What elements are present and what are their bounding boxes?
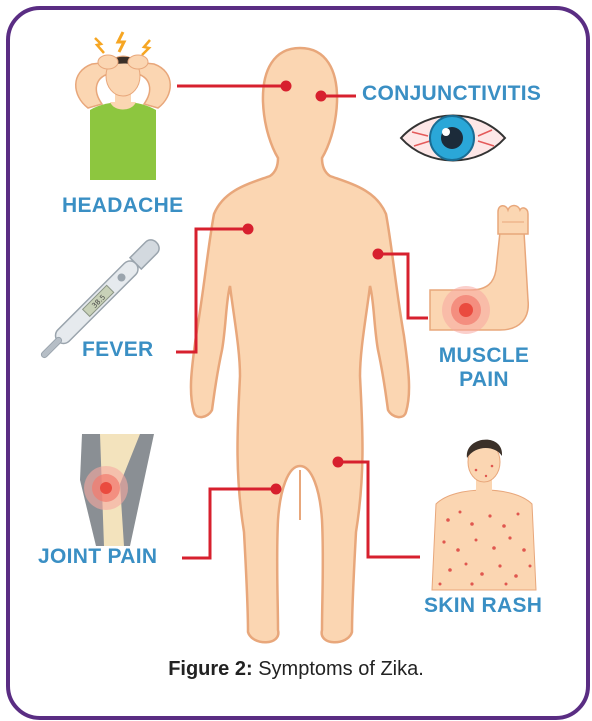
muscle-pain-dot xyxy=(373,249,384,260)
caption-bold: Figure 2: xyxy=(168,658,252,680)
flexed-arm-icon xyxy=(430,206,528,335)
fever-label: FEVER xyxy=(82,338,154,362)
headache-man-icon xyxy=(76,32,171,180)
red-eye-icon xyxy=(401,116,505,161)
skin-rash-dot xyxy=(333,457,344,468)
muscle-pain-label-line1: MUSCLE xyxy=(439,344,529,367)
human-body-figure xyxy=(191,48,409,642)
caption-text: Symptoms of Zika. xyxy=(253,658,424,680)
fever-dot xyxy=(243,224,254,235)
knee-joint-icon xyxy=(80,434,154,546)
headache-dot xyxy=(281,81,292,92)
muscle-pain-label-line2: PAIN xyxy=(459,368,509,391)
muscle-pain-label: MUSCLE PAIN xyxy=(430,344,538,392)
joint-pain-dot xyxy=(271,484,282,495)
skin-rash-man-icon xyxy=(432,440,536,590)
figure-caption: Figure 2: Symptoms of Zika. xyxy=(0,658,592,681)
joint-pain-label: JOINT PAIN xyxy=(38,545,157,569)
skin-rash-label: SKIN RASH xyxy=(424,594,542,618)
headache-label: HEADACHE xyxy=(62,194,183,218)
conjunctivitis-label: CONJUNCTIVITIS xyxy=(362,82,541,106)
conjunctivitis-dot xyxy=(316,91,327,102)
